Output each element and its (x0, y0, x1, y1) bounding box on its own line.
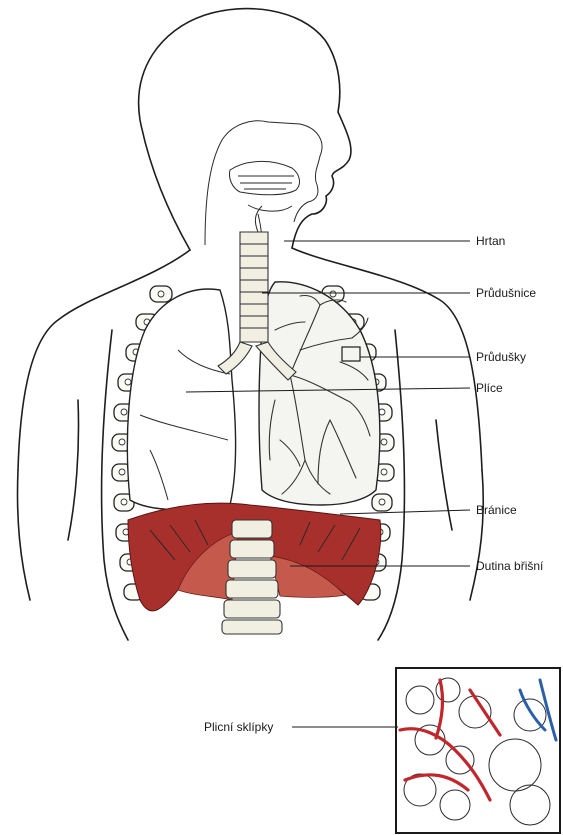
head-interior (205, 121, 322, 250)
label-plice: Plíce (476, 381, 503, 395)
alveoli-inset (396, 668, 560, 833)
label-hrtan: Hrtan (476, 234, 505, 248)
label-prudusky: Průdušky (476, 350, 526, 364)
label-prudusnice: Průdušnice (476, 286, 536, 300)
label-branice: Bránice (476, 503, 517, 517)
label-plicni-sklipky: Plicní sklípky (204, 720, 273, 734)
label-dutina-brisni: Dutina břišní (476, 559, 544, 573)
